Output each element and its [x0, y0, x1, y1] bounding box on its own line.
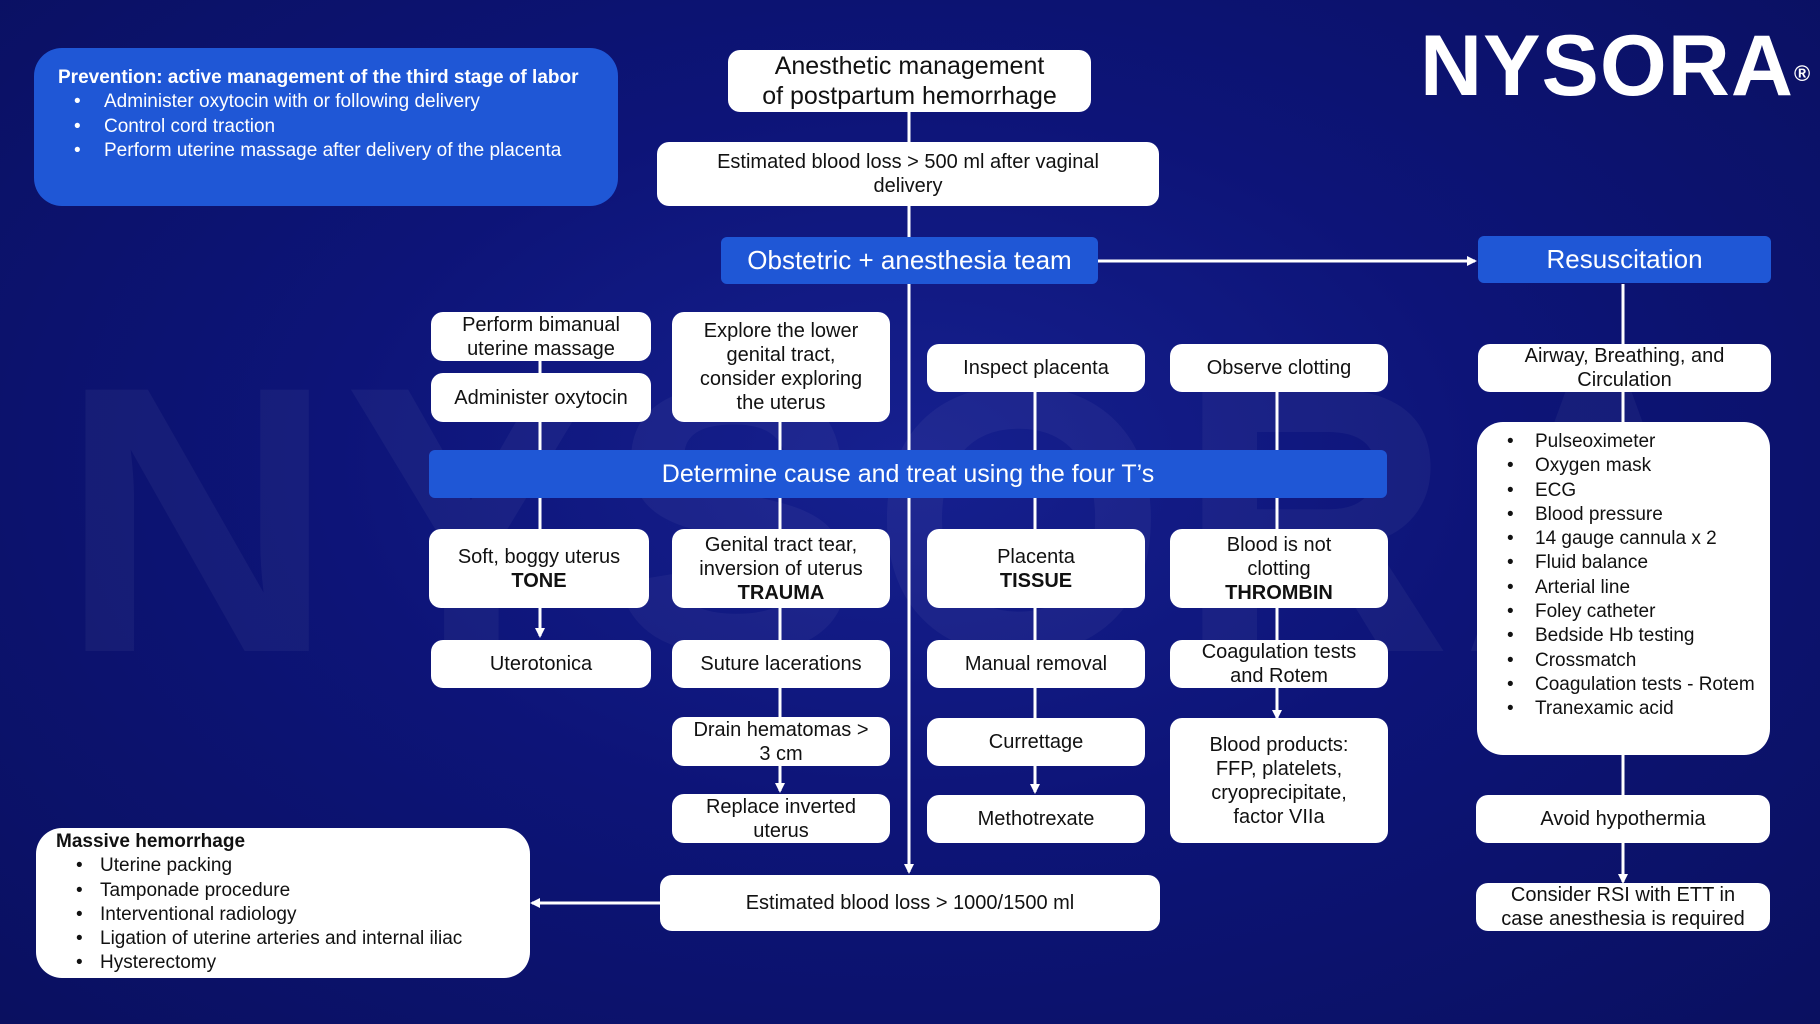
thrombin-treat-2: Blood products: FFP, platelets, cryoprec… [1170, 718, 1388, 843]
list-item: Crossmatch [1487, 649, 1760, 674]
four-ts-bar: Determine cause and treat using the four… [429, 450, 1387, 498]
list-item: Tranexamic acid [1487, 697, 1760, 722]
trauma-treat-3: Replace inverted uterus [672, 794, 890, 843]
thrombin-treat-2-text: Blood products: FFP, platelets, cryoprec… [1209, 733, 1349, 828]
tissue-treat-1: Manual removal [927, 640, 1145, 688]
trauma-treat-3-text: Replace inverted uterus [705, 795, 857, 842]
prevention-heading: Prevention: active management of the thi… [58, 67, 579, 88]
list-item: Pulseoximeter [1487, 430, 1760, 455]
logo-text: NYSORA [1420, 18, 1794, 114]
title-line-1: Anesthetic management [774, 52, 1045, 80]
trauma-treat-2-text: Drain hematomas > 3 cm [693, 718, 869, 765]
thrombin-treat-1: Coagulation tests and Rotem [1170, 640, 1388, 688]
nysora-watermark: NYSORA [60, 330, 1746, 710]
prevention-list: Administer oxytocin with or following de… [58, 90, 594, 163]
list-item: Interventional radiology [56, 903, 510, 928]
massive-hemorrhage-box: Massive hemorrhage Uterine packing Tampo… [36, 828, 530, 978]
four-ts-label: Determine cause and treat using the four… [661, 459, 1155, 488]
thrombin-treat-1-text: Coagulation tests and Rotem [1201, 641, 1357, 687]
list-item: Arterial line [1487, 576, 1760, 601]
tone-treat-text: Uterotonica [489, 653, 593, 675]
resuscitation-bar: Resuscitation [1478, 236, 1771, 283]
list-item: Hysterectomy [56, 951, 510, 976]
list-item: ECG [1487, 479, 1760, 504]
abc-text: Airway, Breathing, and Circulation [1524, 345, 1725, 391]
ebl-500-box: Estimated blood loss > 500 ml after vagi… [657, 142, 1159, 206]
massive-list: Uterine packing Tamponade procedure Inte… [56, 854, 510, 976]
trauma-step-1: Explore the lower genital tract, conside… [672, 312, 890, 422]
registered-mark: ® [1793, 61, 1812, 86]
tone-step-2-text: Administer oxytocin [454, 386, 628, 409]
tissue-step-1: Inspect placenta [927, 344, 1145, 392]
tissue-treat-3: Methotrexate [927, 795, 1145, 843]
list-item: Bedside Hb testing [1487, 624, 1760, 649]
title-line-2: of postpartum hemorrhage [762, 82, 1057, 110]
list-item: Administer oxytocin with or following de… [58, 90, 594, 115]
tone-step-1: Perform bimanual uterine massage [431, 312, 651, 361]
tone-step-2: Administer oxytocin [431, 373, 651, 422]
tone-cause: Soft, boggy uterus TONE [429, 529, 649, 608]
tissue-treat-1-text: Manual removal [964, 653, 1108, 675]
list-item: Perform uterine massage after delivery o… [58, 139, 594, 164]
tissue-treat-2: Currettage [927, 718, 1145, 766]
thrombin-step-1: Observe clotting [1170, 344, 1388, 392]
thrombin-step-1-text: Observe clotting [1206, 357, 1352, 379]
thrombin-cause: Blood is not clotting THROMBIN [1170, 529, 1388, 608]
tissue-cause: Placenta TISSUE [927, 529, 1145, 608]
tissue-label: TISSUE [999, 569, 1073, 592]
list-item: 14 gauge cannula x 2 [1487, 527, 1760, 552]
trauma-cause-text: Genital tract tear, inversion of uterus [699, 533, 863, 580]
trauma-cause: Genital tract tear, inversion of uterus … [672, 529, 890, 608]
tone-step-1-text: Perform bimanual uterine massage [462, 313, 620, 360]
tissue-cause-text: Placenta [997, 545, 1075, 568]
massive-heading: Massive hemorrhage [56, 831, 246, 852]
rsi-box: Consider RSI with ETT in case anesthesia… [1476, 883, 1770, 931]
trauma-step-1-text: Explore the lower genital tract, conside… [699, 320, 863, 414]
diagram-title: Anesthetic management of postpartum hemo… [728, 50, 1091, 112]
hypothermia-box: Avoid hypothermia [1476, 795, 1770, 843]
list-item: Ligation of uterine arteries and interna… [56, 927, 510, 952]
trauma-label: TRAUMA [737, 581, 825, 604]
tissue-treat-2-text: Currettage [988, 731, 1084, 753]
list-item: Coagulation tests - Rotem [1487, 673, 1760, 698]
tone-cause-text: Soft, boggy uterus [457, 545, 621, 568]
tissue-step-1-text: Inspect placenta [963, 357, 1109, 379]
team-bar: Obstetric + anesthesia team [721, 237, 1098, 284]
resuscitation-list: Pulseoximeter Oxygen mask ECG Blood pres… [1487, 430, 1760, 722]
ebl-500-text: Estimated blood loss > 500 ml after vagi… [717, 151, 1099, 197]
prevention-box: Prevention: active management of the thi… [34, 48, 618, 206]
trauma-treat-1-text: Suture lacerations [700, 653, 862, 675]
thrombin-label: THROMBIN [1225, 581, 1333, 604]
tissue-treat-3-text: Methotrexate [977, 808, 1095, 830]
list-item: Foley catheter [1487, 600, 1760, 625]
tone-treat: Uterotonica [431, 640, 651, 688]
list-item: Fluid balance [1487, 551, 1760, 576]
resuscitation-list-box: Pulseoximeter Oxygen mask ECG Blood pres… [1477, 422, 1770, 755]
list-item: Tamponade procedure [56, 879, 510, 904]
rsi-text: Consider RSI with ETT in case anesthesia… [1501, 884, 1745, 930]
hypothermia-text: Avoid hypothermia [1540, 808, 1706, 830]
abc-box: Airway, Breathing, and Circulation [1478, 344, 1771, 392]
team-label: Obstetric + anesthesia team [747, 245, 1072, 275]
ebl-1000-text: Estimated blood loss > 1000/1500 ml [745, 892, 1075, 914]
trauma-treat-2: Drain hematomas > 3 cm [672, 717, 890, 766]
tone-label: TONE [511, 569, 567, 592]
list-item: Oxygen mask [1487, 454, 1760, 479]
list-item: Control cord traction [58, 115, 594, 140]
list-item: Uterine packing [56, 854, 510, 879]
trauma-treat-1: Suture lacerations [672, 640, 890, 688]
list-item: Blood pressure [1487, 503, 1760, 528]
nysora-logo: NYSORA® [1420, 16, 1811, 116]
thrombin-cause-text: Blood is not clotting [1226, 533, 1332, 580]
resuscitation-label: Resuscitation [1546, 244, 1703, 274]
ebl-1000-box: Estimated blood loss > 1000/1500 ml [660, 875, 1160, 931]
